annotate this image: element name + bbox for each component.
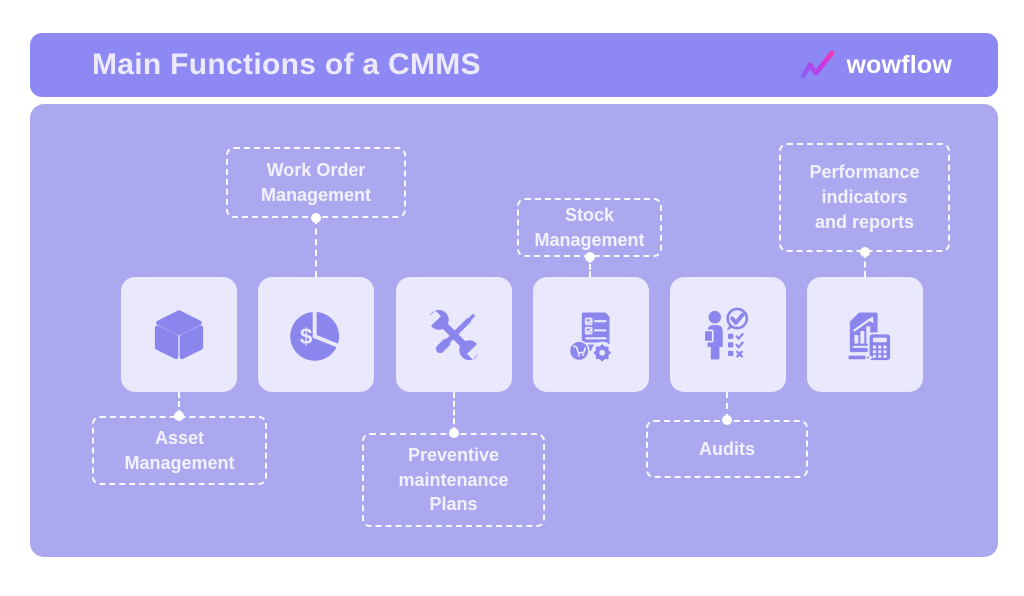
- function-label-text: Audits: [699, 438, 755, 459]
- pie-chart-dollar-icon: $: [290, 308, 342, 361]
- function-label-work-order: Work Order Management: [226, 147, 406, 218]
- report-calculator-icon: [847, 312, 893, 362]
- cube-icon: [154, 309, 204, 359]
- brand-name: wowflow: [846, 50, 952, 79]
- svg-text:$: $: [300, 324, 313, 349]
- function-card-asset: [121, 277, 237, 392]
- auditor-checklist-icon: [703, 307, 749, 359]
- connector-line: [864, 252, 866, 277]
- function-label-text: Preventive maintenance Plans: [398, 444, 509, 515]
- function-card-audits: [670, 277, 786, 392]
- connector-dot: [585, 252, 595, 262]
- page-title: Main Functions of a CMMS: [92, 48, 481, 81]
- function-label-audits: Audits: [646, 420, 808, 478]
- function-card-work-order: $: [258, 277, 374, 392]
- connector-line: [589, 257, 591, 277]
- function-label-text: Asset Management: [124, 427, 235, 473]
- function-card-preventive: [396, 277, 512, 392]
- function-label-performance: Performance indicators and reports: [779, 143, 950, 252]
- connector-line: [178, 392, 180, 416]
- function-label-asset: Asset Management: [92, 416, 267, 485]
- wowflow-logo-icon: [800, 50, 835, 79]
- function-label-text: Work Order Management: [260, 159, 372, 205]
- connector-dot: [311, 213, 321, 223]
- function-label-stock: Stock Management: [517, 198, 662, 257]
- connector-line: [726, 392, 728, 420]
- connector-line: [315, 218, 317, 277]
- function-card-stock: [533, 277, 649, 392]
- checklist-gear-icon: [568, 310, 614, 364]
- function-label-text: Performance indicators and reports: [809, 162, 920, 232]
- function-label-preventive: Preventive maintenance Plans: [362, 433, 545, 527]
- header-bar: Main Functions of a CMMS wowflow: [30, 33, 998, 97]
- tools-icon: [422, 309, 486, 360]
- brand-logo: wowflow: [800, 49, 952, 81]
- connector-line: [453, 392, 455, 433]
- function-label-text: Stock Management: [534, 204, 645, 250]
- connector-dot: [860, 247, 870, 257]
- function-card-performance: [807, 277, 923, 392]
